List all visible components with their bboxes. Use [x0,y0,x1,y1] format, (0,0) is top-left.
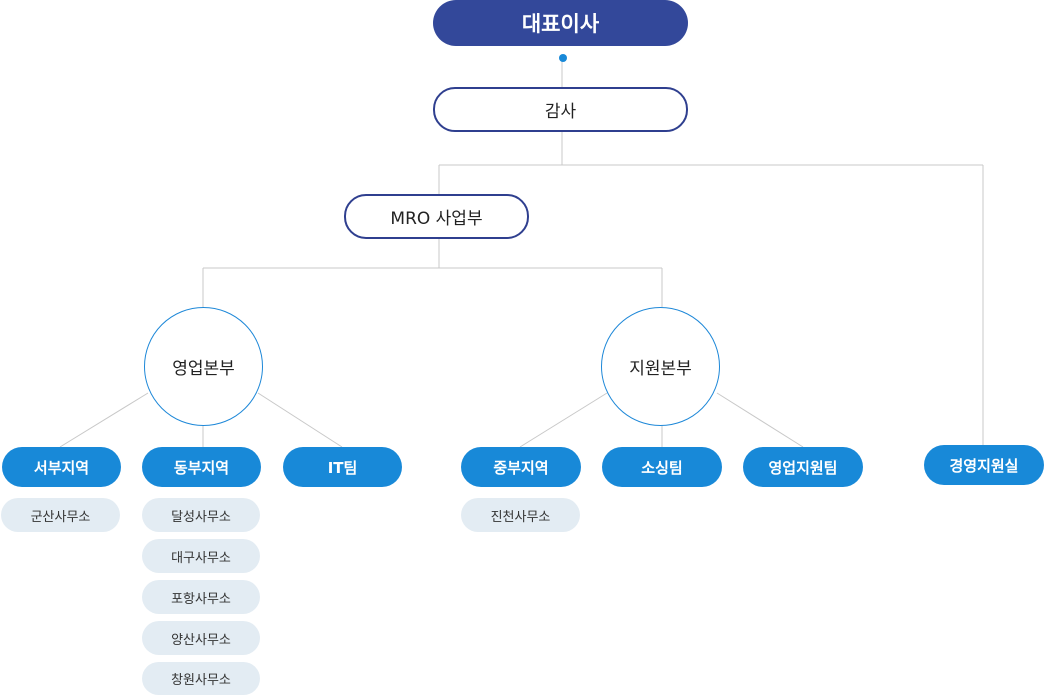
node-central-region[interactable]: 중부지역 [461,447,581,487]
node-audit[interactable]: 감사 [433,87,688,132]
line-sales-it [257,392,343,448]
node-it-team[interactable]: IT팀 [283,447,402,487]
office-daegu[interactable]: 대구사무소 [142,539,260,573]
office-yangsan[interactable]: 양산사무소 [142,621,260,655]
office-pohang[interactable]: 포항사무소 [142,580,260,614]
node-support-hq[interactable]: 지원본부 [601,307,720,426]
node-west-region[interactable]: 서부지역 [2,447,121,487]
office-dalseong[interactable]: 달성사무소 [142,498,260,532]
line-sales-west [59,392,149,448]
node-sales-support-team[interactable]: 영업지원팀 [743,447,863,487]
node-mgmt-support[interactable]: 경영지원실 [924,445,1044,485]
node-sales-hq[interactable]: 영업본부 [144,307,263,426]
office-gunsan[interactable]: 군산사무소 [1,498,120,532]
line-support-central [519,392,608,448]
node-mro[interactable]: MRO 사업부 [344,194,529,239]
line-support-sales-support [716,392,804,448]
node-east-region[interactable]: 동부지역 [142,447,261,487]
office-changwon[interactable]: 창원사무소 [142,662,260,695]
node-sourcing-team[interactable]: 소싱팀 [602,447,722,487]
office-jincheon[interactable]: 진천사무소 [461,498,580,532]
node-ceo[interactable]: 대표이사 [433,0,688,46]
connector-dot [559,54,567,62]
